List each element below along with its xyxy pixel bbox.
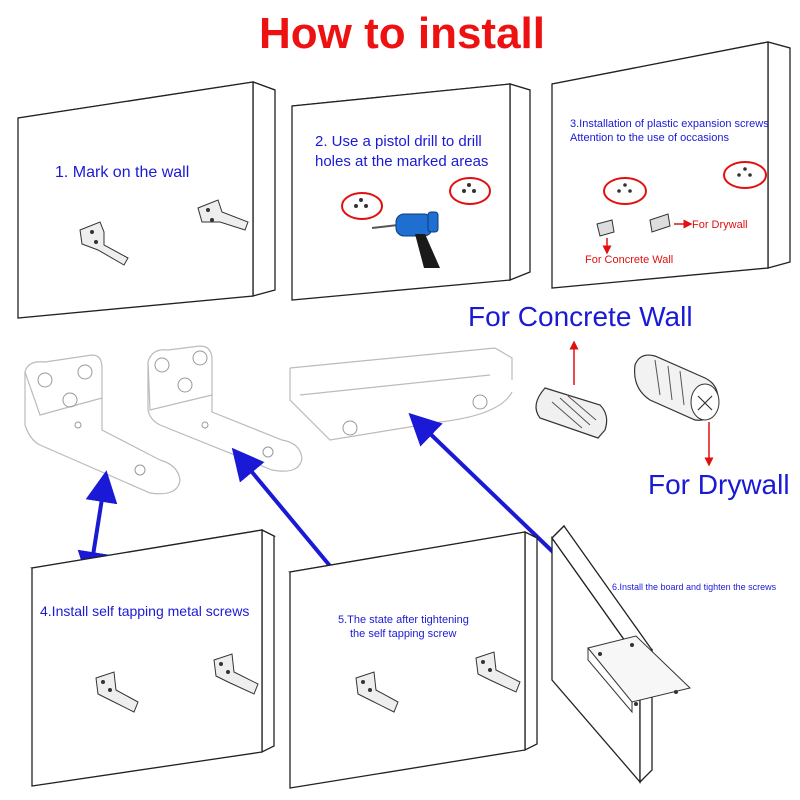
mark-circle [603,177,647,205]
panel-step-4: 4.Install self tapping metal screws [29,528,277,787]
panel-step-2: 2. Use a pistol drill to drill holes at … [291,83,531,301]
step-3-drywall-label: For Drywall [692,219,748,231]
panel-step-5: 5.The state after tightening the self ta… [287,530,540,789]
concrete-wall-label: For Concrete Wall [468,301,693,332]
panel-step-6: 6.Install the board and tighten the scre… [551,524,777,784]
step-3-concrete-label: For Concrete Wall [585,254,673,266]
drill-icon [371,211,440,268]
bracket-icon [475,651,521,693]
arrow-step-4 [77,470,118,584]
step-1-text: 1. Mark on the wall [55,164,189,181]
step-3-text-line1: 3.Installation of plastic expansion scre… [570,118,769,130]
page-title: How to install [259,9,545,58]
step-3-text-line2: Attention to the use of occasions [570,132,729,144]
step-5-text-line1: 5.The state after tightening [338,614,469,626]
mark-circle [449,177,491,205]
bracket-icon [95,671,139,713]
bracket-icon [355,671,399,713]
bracket-icon [213,653,259,695]
step-4-text: 4.Install self tapping metal screws [40,603,249,619]
panel-step-3: 3.Installation of plastic expansion scre… [551,41,791,289]
mark-circle [723,161,767,189]
concrete-anchor-icon [535,387,608,439]
bracket-closeup-middle [147,345,303,472]
bracket-closeup-right [289,347,513,441]
arrow-step-5 [231,447,356,597]
drywall-label: For Drywall [648,469,790,500]
step-6-text: 6.Install the board and tighten the scre… [612,582,777,592]
bracket-icon [79,221,129,266]
mark-circle [341,192,383,220]
bracket-icon [587,635,692,714]
anchor-icon [596,213,671,237]
bracket-icon [197,199,249,231]
drywall-anchor-icon [633,354,720,421]
step-2-text-line1: 2. Use a pistol drill to drill [315,133,482,150]
step-5-text-line2: the self tapping screw [350,628,456,640]
panel-step-1: 1. Mark on the wall [17,81,276,319]
bracket-closeup-left [24,354,181,495]
step-2-text-line2: holes at the marked areas [315,153,488,170]
